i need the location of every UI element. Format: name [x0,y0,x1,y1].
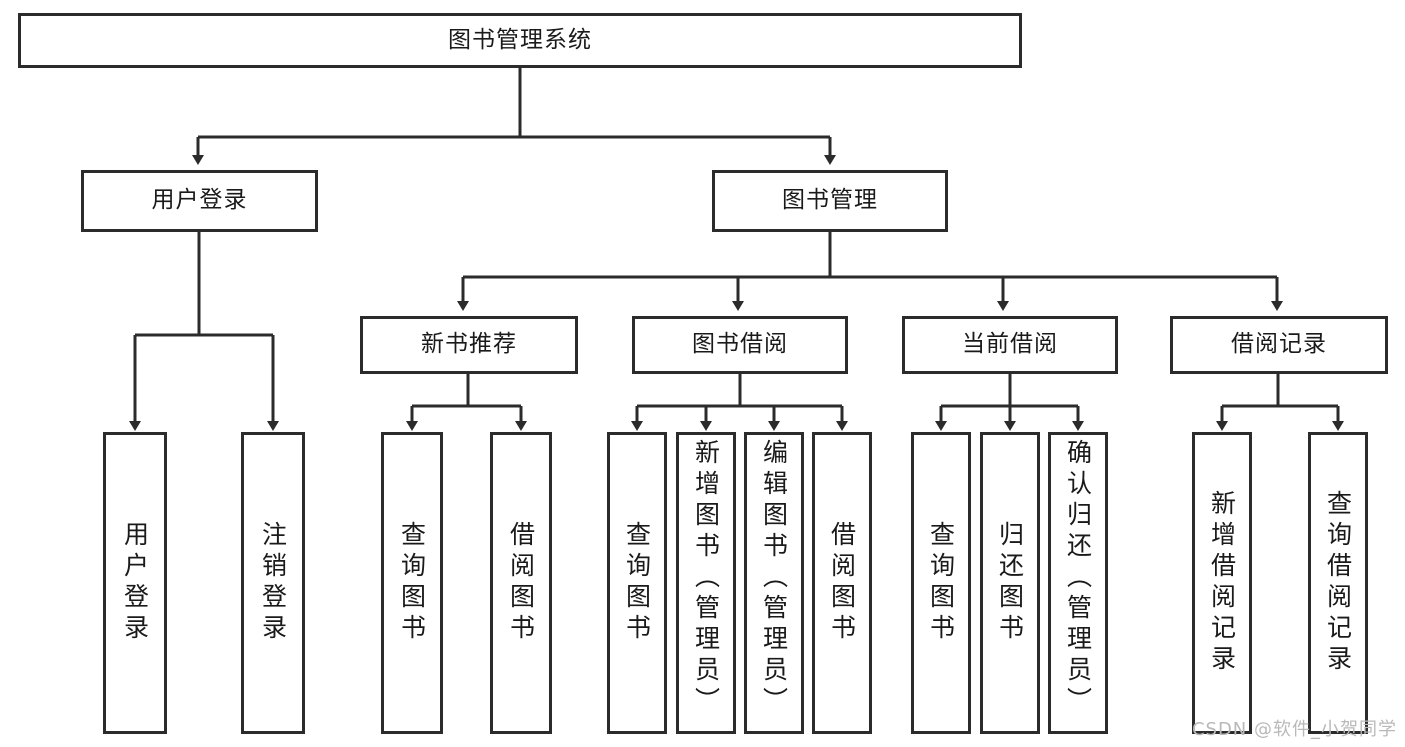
node-current-borrow[interactable]: 当前借阅 [902,316,1118,374]
leaf-query-record[interactable]: 查询借阅记录 [1308,432,1368,734]
leaf-add-record-label: 新增借阅记录 [1207,490,1237,676]
node-borrow-record-label: 借阅记录 [1231,331,1327,358]
leaf-borrow-book-1[interactable]: 借阅图书 [490,432,552,734]
node-user-login[interactable]: 用户登录 [81,170,318,232]
leaf-confirm-return[interactable]: 确认归还（管理员） [1048,432,1108,734]
leaf-return-book[interactable]: 归还图书 [980,432,1040,734]
leaf-user-login-label: 用户登录 [120,521,150,645]
leaf-query-record-label: 查询借阅记录 [1323,490,1353,676]
leaf-query-book-3[interactable]: 查询图书 [911,432,971,734]
leaf-borrow-book-2-label: 借阅图书 [827,521,857,645]
leaf-edit-book-label: 编辑图书（管理员） [759,439,789,718]
node-current-borrow-label: 当前借阅 [962,331,1058,358]
leaf-logout-login[interactable]: 注销登录 [241,432,305,734]
leaf-logout-login-label: 注销登录 [258,521,288,645]
node-book-manage[interactable]: 图书管理 [712,170,948,232]
leaf-borrow-book-2[interactable]: 借阅图书 [812,432,872,734]
leaf-add-record[interactable]: 新增借阅记录 [1192,432,1252,734]
node-borrow-record[interactable]: 借阅记录 [1170,316,1388,374]
node-new-book-recommend[interactable]: 新书推荐 [360,316,578,374]
leaf-query-book-2[interactable]: 查询图书 [607,432,667,734]
node-book-manage-label: 图书管理 [782,187,878,214]
leaf-confirm-return-label: 确认归还（管理员） [1063,439,1093,718]
node-book-borrow-label: 图书借阅 [692,331,788,358]
node-root-label: 图书管理系统 [448,26,592,53]
node-new-book-recommend-label: 新书推荐 [421,331,517,358]
leaf-query-book-3-label: 查询图书 [926,521,956,645]
node-root[interactable]: 图书管理系统 [18,13,1022,68]
leaf-borrow-book-1-label: 借阅图书 [506,521,536,645]
leaf-query-book-1[interactable]: 查询图书 [381,432,443,734]
leaf-query-book-2-label: 查询图书 [622,521,652,645]
leaf-return-book-label: 归还图书 [995,521,1025,645]
watermark-text: CSDN @软件_小贺同学 [1191,719,1397,740]
leaf-add-book[interactable]: 新增图书（管理员） [676,432,736,734]
leaf-query-book-1-label: 查询图书 [397,521,427,645]
node-book-borrow[interactable]: 图书借阅 [632,316,848,374]
leaf-add-book-label: 新增图书（管理员） [691,439,721,718]
node-user-login-label: 用户登录 [151,187,248,214]
leaf-edit-book[interactable]: 编辑图书（管理员） [744,432,804,734]
leaf-user-login[interactable]: 用户登录 [103,432,167,734]
